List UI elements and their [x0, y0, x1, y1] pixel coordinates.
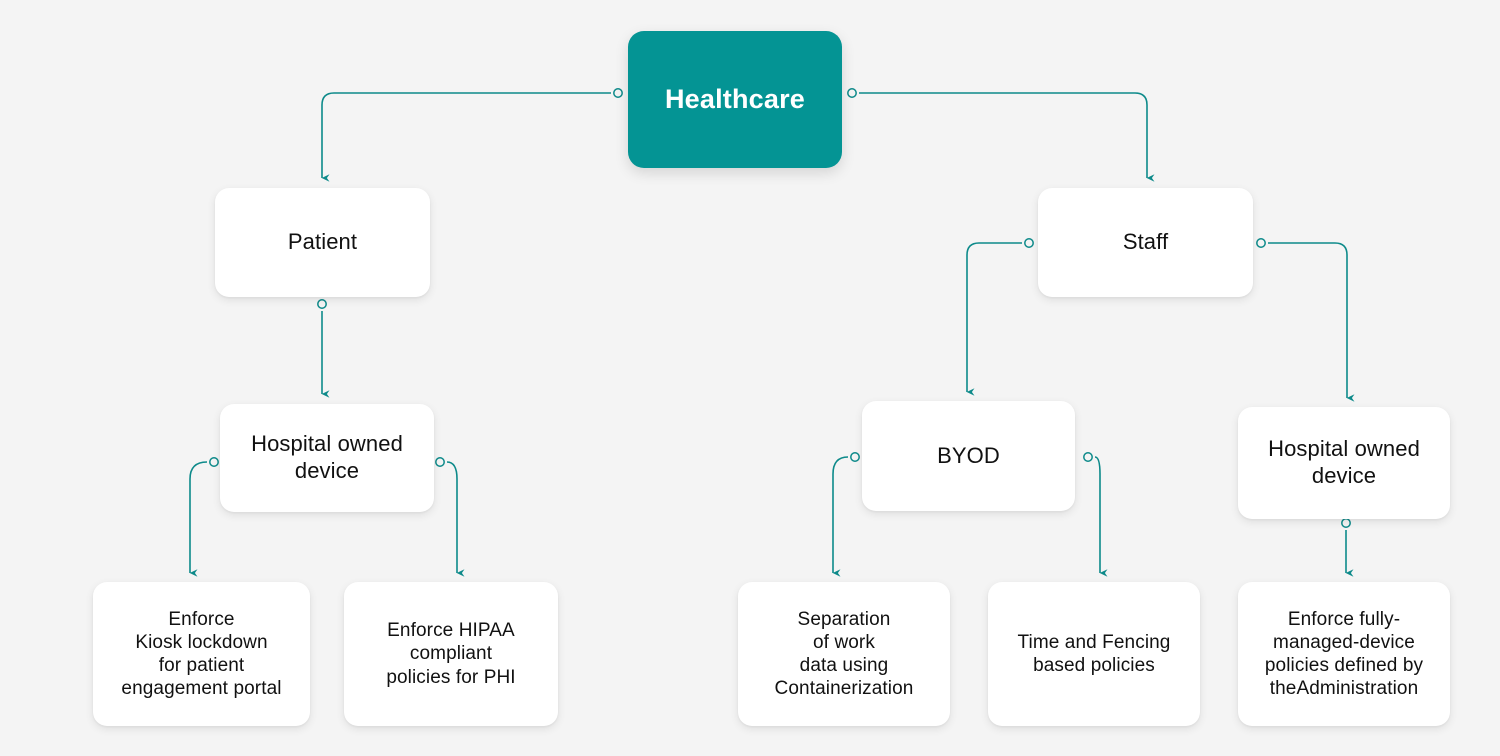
edge-byod-to-timefencing [1094, 456, 1108, 577]
node-enforce-hipaa-policies-label: Enforce HIPAA compliant policies for PHI [386, 620, 516, 688]
edge-staff-to-hospital-device [1268, 242, 1355, 402]
node-enforce-fully-managed-device-label: Enforce fully- managed-device policies d… [1264, 608, 1424, 700]
node-patient[interactable]: Patient [215, 188, 430, 297]
node-enforce-kiosk-lockdown-label: Enforce Kiosk lockdown for patient engag… [121, 608, 282, 700]
node-enforce-fully-managed-device[interactable]: Enforce fully- managed-device policies d… [1238, 582, 1450, 726]
edge-port-hospital-device-to-fullymanaged [1341, 518, 1351, 528]
edge-port-root-to-patient [613, 88, 623, 98]
edge-byod-to-containerization [832, 456, 849, 577]
edge-port-hospital-device-to-kiosk [209, 457, 219, 467]
node-healthcare-label: Healthcare [664, 84, 806, 115]
edge-port-byod-to-timefencing [1083, 452, 1093, 462]
node-staff-hospital-owned-device-label: Hospital owned device [1268, 436, 1420, 488]
node-staff-byod[interactable]: BYOD [862, 401, 1075, 511]
edge-port-staff-to-hospital-device [1256, 238, 1266, 248]
edge-root-to-patient [321, 92, 611, 182]
node-staff-label: Staff [1122, 229, 1169, 255]
node-patient-label: Patient [287, 229, 358, 255]
node-separation-of-work-data[interactable]: Separation of work data using Containeri… [738, 582, 950, 726]
node-patient-hospital-owned-device[interactable]: Hospital owned device [220, 404, 434, 512]
node-patient-hospital-owned-device-label: Hospital owned device [251, 431, 403, 483]
edge-port-root-to-staff [847, 88, 857, 98]
edge-port-patient-to-hospital-device [317, 299, 327, 309]
node-time-and-fencing-policies-label: Time and Fencing based policies [1017, 631, 1171, 676]
node-staff-hospital-owned-device[interactable]: Hospital owned device [1238, 407, 1450, 519]
edge-port-byod-to-containerization [850, 452, 860, 462]
node-healthcare[interactable]: Healthcare [628, 31, 842, 168]
node-staff-byod-label: BYOD [937, 442, 1000, 468]
node-time-and-fencing-policies[interactable]: Time and Fencing based policies [988, 582, 1200, 726]
edge-port-staff-to-byod [1024, 238, 1034, 248]
edge-staff-to-byod [966, 242, 1022, 396]
node-enforce-hipaa-policies[interactable]: Enforce HIPAA compliant policies for PHI [344, 582, 558, 726]
edge-hospital-device-to-kiosk [189, 461, 208, 577]
edge-root-to-staff [859, 92, 1155, 182]
edge-port-hospital-device-to-hipaa [435, 457, 445, 467]
node-staff[interactable]: Staff [1038, 188, 1253, 297]
node-separation-of-work-data-label: Separation of work data using Containeri… [774, 608, 914, 700]
node-enforce-kiosk-lockdown[interactable]: Enforce Kiosk lockdown for patient engag… [93, 582, 310, 726]
edge-hospital-device-to-hipaa [446, 461, 465, 577]
